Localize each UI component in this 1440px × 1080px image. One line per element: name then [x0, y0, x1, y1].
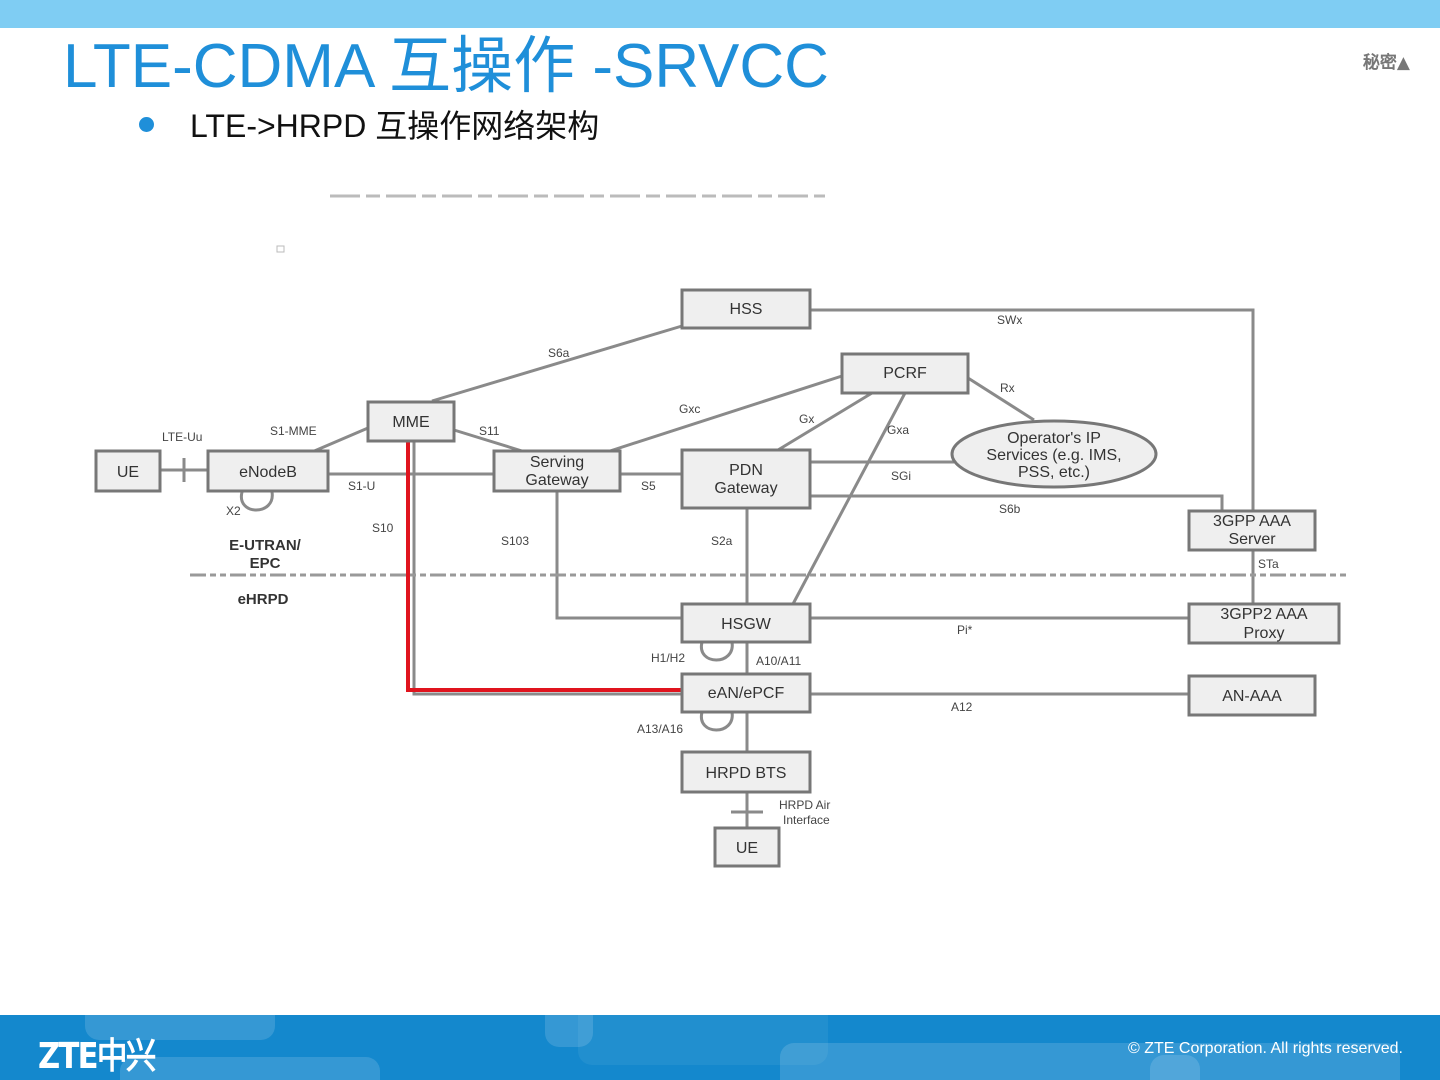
if-s6a: S6a [548, 346, 570, 360]
node-enodeb [206, 449, 330, 493]
node-ue-lte [94, 449, 162, 493]
copyright-text: © ZTE Corporation. All rights reserved. [1128, 1040, 1403, 1057]
if-hrpd-air-1: HRPD Air [779, 798, 830, 812]
node-label-hrpd-bts: HRPD BTS [706, 765, 787, 782]
node-label-an-aaa: AN-AAA [1222, 688, 1282, 705]
if-rx: Rx [1000, 381, 1015, 395]
if-s6b: S6b [999, 502, 1021, 516]
link-gxa [791, 392, 907, 605]
node-pcrf [840, 352, 970, 395]
footer-decor-shape [545, 1015, 593, 1047]
footer-decor-shape [578, 1015, 828, 1065]
node-operator-ip-services [950, 419, 1158, 489]
if-sta: STa [1258, 557, 1279, 571]
node-label-enodeb: eNodeB [239, 464, 297, 481]
footer-decor-shape [1150, 1055, 1200, 1080]
node-hss [680, 288, 812, 330]
link-rx [967, 376, 1035, 422]
node-label-pcrf: PCRF [883, 365, 927, 382]
node-label-pgw-1: PDN [729, 462, 763, 479]
link-s10 [412, 441, 682, 696]
if-gx: Gx [799, 412, 814, 426]
region-label-ehrpd: eHRPD [238, 591, 289, 608]
node-label-sgw-1: Serving [530, 454, 584, 471]
if-lte-uu: LTE-Uu [162, 430, 202, 444]
node-serving-gateway [492, 449, 622, 493]
node-ue-hrpd [713, 826, 781, 868]
node-ean-epcf [680, 672, 812, 714]
if-s1-u: S1-U [348, 479, 375, 493]
if-s2a: S2a [711, 534, 733, 548]
node-label-ue-hrpd: UE [736, 840, 758, 857]
connection-lines [160, 308, 1255, 828]
if-h1-h2: H1/H2 [651, 651, 685, 665]
node-label-pgw-2: Gateway [714, 480, 777, 497]
link-h1-h2 [699, 641, 734, 662]
node-label-ean: eAN/ePCF [708, 685, 785, 702]
node-label-mme: MME [392, 414, 429, 431]
s10-highlight-path [406, 441, 682, 692]
node-hsgw [680, 602, 812, 644]
if-sgi: SGi [891, 469, 911, 483]
if-s5: S5 [641, 479, 656, 493]
if-gxc: Gxc [679, 402, 700, 416]
if-s10: S10 [372, 521, 394, 535]
node-label-ip-2: Services (e.g. IMS, [986, 447, 1121, 464]
if-pi: Pi* [957, 623, 973, 637]
link-s11 [453, 428, 523, 453]
link-gxc [609, 374, 843, 453]
node-mme [366, 400, 456, 443]
node-3gpp2-aaa-proxy [1187, 602, 1341, 645]
top-banner [0, 0, 1440, 28]
node-label-ip-1: Operator's IP [1007, 430, 1101, 447]
if-a13-a16: A13/A16 [637, 722, 683, 736]
faint-caption-artifact [276, 194, 825, 253]
slide-title: LTE-CDMA 互操作 -SRVCC [63, 32, 829, 101]
node-hrpd-bts [680, 750, 812, 794]
if-s103: S103 [501, 534, 529, 548]
region-label-eutran-1: E-UTRAN/ [229, 537, 301, 554]
node-label-3gpp2-aaa-1: 3GPP2 AAA [1220, 606, 1307, 623]
link-s6b [810, 494, 1224, 511]
node-label-3gpp2-aaa-2: Proxy [1244, 625, 1285, 642]
node-label-sgw-2: Gateway [525, 472, 588, 489]
zte-logo: ZTE中兴 [38, 1036, 156, 1077]
if-swx: SWx [997, 313, 1022, 327]
if-gxa: Gxa [887, 423, 909, 437]
footer-bar: ZTE中兴 © ZTE Corporation. All rights rese… [0, 1015, 1440, 1080]
node-label-hss: HSS [730, 301, 763, 318]
node-3gpp-aaa-server [1187, 509, 1317, 552]
link-s103 [555, 491, 682, 620]
if-hrpd-air-2: Interface [783, 813, 830, 827]
if-a10-a11: A10/A11 [756, 654, 801, 668]
link-gx [777, 391, 873, 452]
node-an-aaa [1187, 674, 1317, 717]
node-label-ue-lte: UE [117, 464, 139, 481]
region-label-eutran-2: EPC [250, 555, 281, 572]
bullet-icon [139, 117, 154, 132]
node-label-3gpp-aaa-1: 3GPP AAA [1213, 513, 1291, 530]
node-pdn-gateway [680, 448, 812, 510]
if-s1-mme: S1-MME [270, 424, 317, 438]
link-x2 [239, 491, 274, 512]
if-x2: X2 [226, 504, 241, 518]
link-s6a [431, 324, 683, 403]
footer-decor-shape [780, 1043, 1400, 1080]
footer-decor-shape [120, 1057, 380, 1080]
network-architecture-diagram: UE eNodeB MME HSS PCRF Serving Gateway P… [94, 194, 1346, 868]
classification-mark: 秘密▲ [1362, 53, 1410, 73]
link-swx [810, 308, 1255, 510]
if-s11: S11 [479, 424, 500, 438]
node-label-hsgw: HSGW [721, 616, 772, 633]
node-label-ip-3: PSS, etc.) [1018, 464, 1090, 481]
link-s1-mme [311, 426, 369, 454]
if-a12: A12 [951, 700, 973, 714]
node-label-3gpp-aaa-2: Server [1228, 531, 1276, 548]
footer-decor-shape [85, 1015, 275, 1040]
link-a13-a16 [699, 711, 734, 732]
bullet-text: LTE->HRPD 互操作网络架构 [190, 108, 600, 144]
